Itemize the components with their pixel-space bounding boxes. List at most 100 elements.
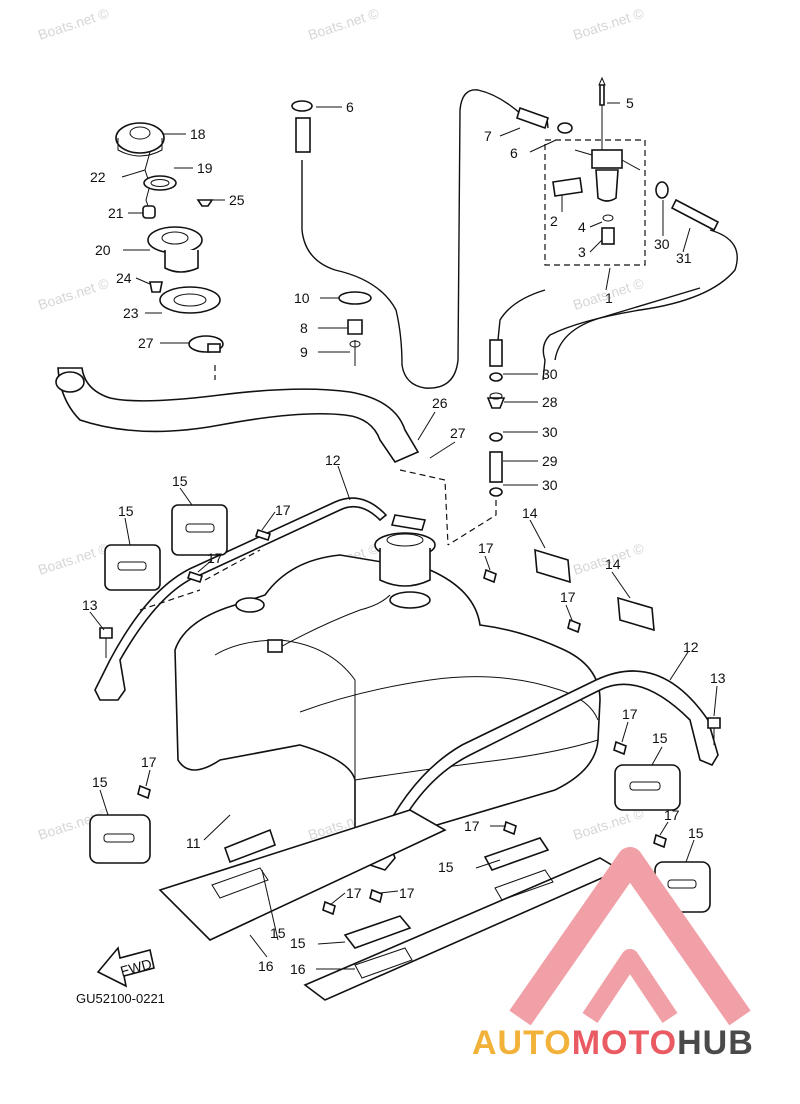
callout-7: 7 xyxy=(484,128,492,144)
callout-6: 6 xyxy=(510,145,518,161)
fwd-arrow-icon xyxy=(96,946,155,988)
callout-17: 17 xyxy=(399,885,415,901)
breather-hose xyxy=(291,89,573,389)
callout-13: 13 xyxy=(82,597,98,613)
callout-17: 17 xyxy=(478,540,494,556)
callout-17: 17 xyxy=(141,754,157,770)
callout-6: 6 xyxy=(346,99,354,115)
callout-17: 17 xyxy=(464,818,480,834)
watermark: Boats.net © xyxy=(36,5,111,43)
callout-16: 16 xyxy=(290,961,306,977)
strap-icon xyxy=(368,670,719,871)
bottom-mats xyxy=(158,809,622,1001)
filler-cap-assembly xyxy=(115,122,224,353)
clamp-icon xyxy=(338,291,372,305)
vent-fitting-stack xyxy=(447,339,506,546)
callout-28: 28 xyxy=(542,394,558,410)
filler-gasket-icon xyxy=(159,286,221,314)
hose-icon xyxy=(489,339,503,367)
forward-direction-arrow: FWD xyxy=(96,946,155,988)
clip-icon xyxy=(567,618,581,634)
callout-4: 4 xyxy=(578,219,586,235)
callout-12: 12 xyxy=(325,452,341,468)
pad-icon xyxy=(89,814,151,864)
clip-icon xyxy=(254,528,272,542)
callout-15: 15 xyxy=(688,825,704,841)
connector-icon xyxy=(267,639,283,653)
callout-17: 17 xyxy=(560,589,576,605)
bolt-icon xyxy=(707,717,721,729)
clip-icon xyxy=(489,372,503,382)
callout-15: 15 xyxy=(438,859,454,875)
pad-icon xyxy=(104,544,161,591)
o-ring-icon xyxy=(602,214,614,222)
pad-icon xyxy=(614,764,681,811)
callout-17: 17 xyxy=(275,502,291,518)
filter-head-icon xyxy=(591,149,623,169)
filter-bowl-icon xyxy=(595,169,619,202)
hose-icon xyxy=(516,106,549,130)
watermark: Boats.net © xyxy=(36,540,111,578)
callout-27: 27 xyxy=(450,425,466,441)
filler-hose xyxy=(55,367,420,463)
gasket-icon xyxy=(143,175,177,191)
logo-part-moto: MOTO xyxy=(572,1024,677,1062)
fuel-filter-assembly xyxy=(497,76,738,381)
rubber-pads xyxy=(89,504,711,913)
clip-icon xyxy=(613,740,627,756)
watermark: Boats.net © xyxy=(36,275,111,313)
mat-icon xyxy=(158,809,447,941)
callout-15: 15 xyxy=(290,935,306,951)
clip-icon xyxy=(322,900,336,916)
fuel-tank xyxy=(174,365,601,857)
clip-icon xyxy=(653,833,667,849)
logo-part-auto: AUTO xyxy=(472,1024,572,1062)
watermark: Boats.net © xyxy=(306,5,381,43)
hose-icon xyxy=(489,451,503,483)
callout-23: 23 xyxy=(123,305,139,321)
callout-17: 17 xyxy=(622,706,638,722)
callout-22: 22 xyxy=(90,169,106,185)
callout-17: 17 xyxy=(664,807,680,823)
callout-17: 17 xyxy=(207,550,223,566)
callout-17: 17 xyxy=(346,885,362,901)
clip-icon xyxy=(142,205,156,219)
clip-icon xyxy=(489,487,503,497)
clip-icon xyxy=(655,181,669,199)
filler-neck-icon xyxy=(147,226,203,254)
callout-25: 25 xyxy=(229,192,245,208)
callout-15: 15 xyxy=(652,730,668,746)
callout-19: 19 xyxy=(197,160,213,176)
clip-icon xyxy=(137,784,151,800)
callout-15: 15 xyxy=(270,925,286,941)
bracket-pad-icon xyxy=(534,548,571,584)
callout-14: 14 xyxy=(522,505,538,521)
filler-cap-icon xyxy=(115,122,165,154)
callout-26: 26 xyxy=(432,395,448,411)
fitting-icon xyxy=(599,84,605,106)
diagram-code: GU52100-0221 xyxy=(76,991,165,1006)
callout-15: 15 xyxy=(118,503,134,519)
clip-icon xyxy=(291,100,313,112)
pad-icon xyxy=(171,504,228,556)
tank-straps xyxy=(94,497,719,871)
callout-3: 3 xyxy=(578,244,586,260)
callout-1: 1 xyxy=(605,290,613,306)
watermark: Boats.net © xyxy=(571,5,646,43)
clip-icon xyxy=(186,570,204,584)
hose-icon xyxy=(295,117,311,153)
callout-30: 30 xyxy=(542,424,558,440)
screw-icon xyxy=(196,199,214,207)
triangle-logo-icon xyxy=(509,847,751,1026)
callout-30: 30 xyxy=(542,477,558,493)
callout-27: 27 xyxy=(138,335,154,351)
callout-12: 12 xyxy=(683,639,699,655)
callout-11: 11 xyxy=(186,835,201,851)
callout-10: 10 xyxy=(294,290,310,306)
clip-icon xyxy=(369,888,383,904)
clip-icon xyxy=(483,568,497,584)
callout-9: 9 xyxy=(300,344,308,360)
bracket-pad-icon xyxy=(617,596,655,632)
leader-lines xyxy=(89,102,718,970)
callout-14: 14 xyxy=(605,556,621,572)
